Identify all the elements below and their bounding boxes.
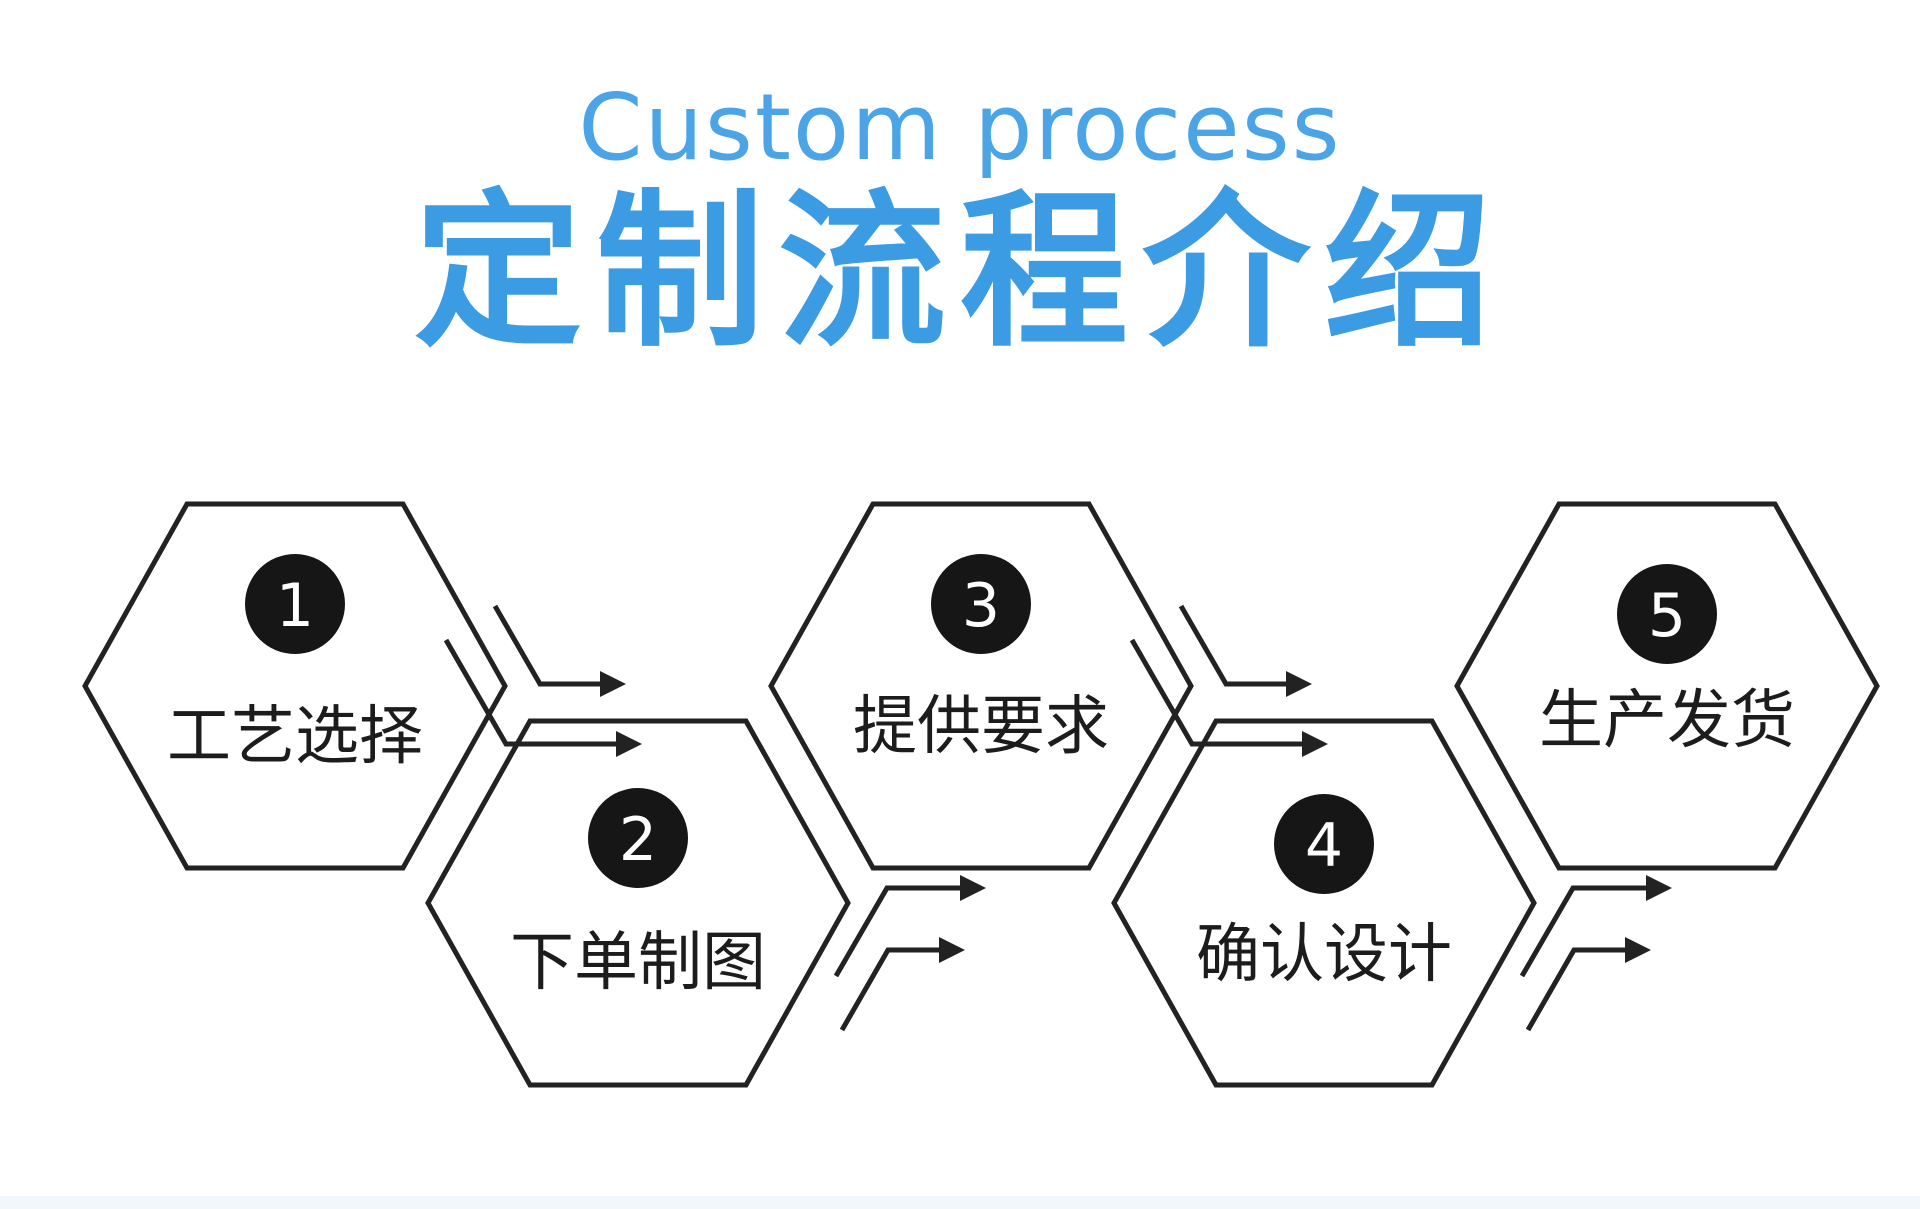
step-number: 3	[962, 571, 1000, 641]
step-number-badge	[931, 554, 1031, 654]
step-number: 2	[619, 805, 657, 875]
hexagon-step-3	[768, 501, 1194, 871]
step-number-badge	[1617, 564, 1717, 664]
step-label: 生产发货	[1539, 684, 1795, 758]
step-number-badge	[1274, 794, 1374, 894]
double-arrow-icon	[443, 604, 642, 757]
step-number-badge	[588, 788, 688, 888]
step-label: 工艺选择	[167, 700, 423, 774]
hexagon-step-5	[1454, 501, 1880, 871]
double-arrow-icon	[833, 875, 986, 1032]
title-chinese: 定制流程介绍	[414, 174, 1506, 370]
double-arrow-icon	[1519, 875, 1672, 1032]
step-label: 确认设计	[1196, 918, 1452, 992]
title-english: Custom process	[578, 74, 1342, 181]
step-label: 提供要求	[853, 690, 1109, 764]
step-number-badge	[245, 554, 345, 654]
step-number: 5	[1648, 581, 1686, 651]
step-label: 下单制图	[510, 926, 766, 1000]
hexagon-step-1	[82, 501, 508, 871]
step-number: 4	[1305, 811, 1343, 881]
hexagon-step-4	[1111, 718, 1537, 1088]
hexagon-step-2	[425, 718, 851, 1088]
step-number: 1	[276, 571, 314, 641]
double-arrow-icon	[1129, 604, 1328, 757]
bottom-border	[0, 1196, 1920, 1209]
